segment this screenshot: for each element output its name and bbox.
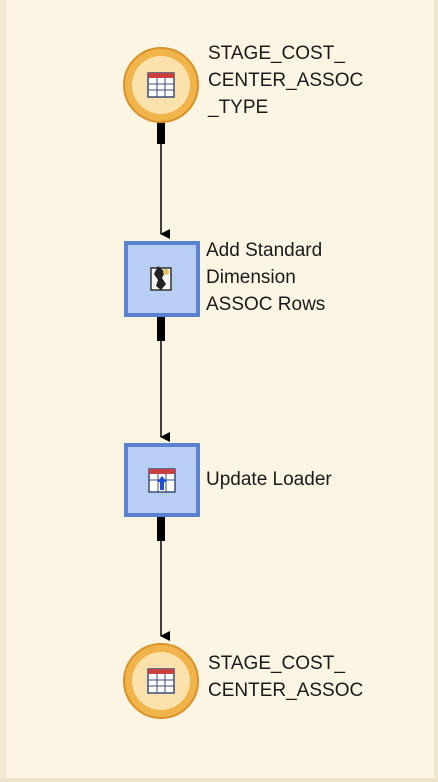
- connector-edge-1[interactable]: [157, 120, 170, 239]
- table-node-stage-cost-center-assoc[interactable]: [123, 643, 199, 719]
- node-label-stage-cost-center-assoc[interactable]: STAGE_COST_ CENTER_ASSOC: [208, 653, 364, 701]
- table-icon: [147, 668, 175, 694]
- connector-edge-3[interactable]: [157, 517, 170, 641]
- node-label-add-standard-dimension-assoc-rows[interactable]: Add Standard Dimension ASSOC Rows: [206, 240, 326, 315]
- table-icon: [147, 72, 175, 98]
- canvas-right-border: [434, 0, 438, 782]
- canvas-bottom-border: [0, 778, 438, 782]
- connector-edge-2[interactable]: [157, 317, 170, 442]
- transform-node-update-loader[interactable]: [124, 443, 200, 517]
- transform-node-add-standard-dimension-assoc-rows[interactable]: [124, 241, 200, 317]
- table-loader-icon: [148, 468, 176, 493]
- connector-port-3-out[interactable]: [157, 517, 165, 541]
- node-label-stage-cost-center-assoc-type[interactable]: STAGE_COST_ CENTER_ASSOC _TYPE: [208, 43, 364, 118]
- connector-port-1-out[interactable]: [157, 120, 165, 144]
- node-label-update-loader[interactable]: Update Loader: [206, 469, 332, 490]
- table-node-stage-cost-center-assoc-type[interactable]: [123, 47, 199, 123]
- wizard-transform-icon: [150, 266, 172, 291]
- canvas-left-border: [0, 0, 6, 782]
- connector-port-2-out[interactable]: [157, 317, 165, 341]
